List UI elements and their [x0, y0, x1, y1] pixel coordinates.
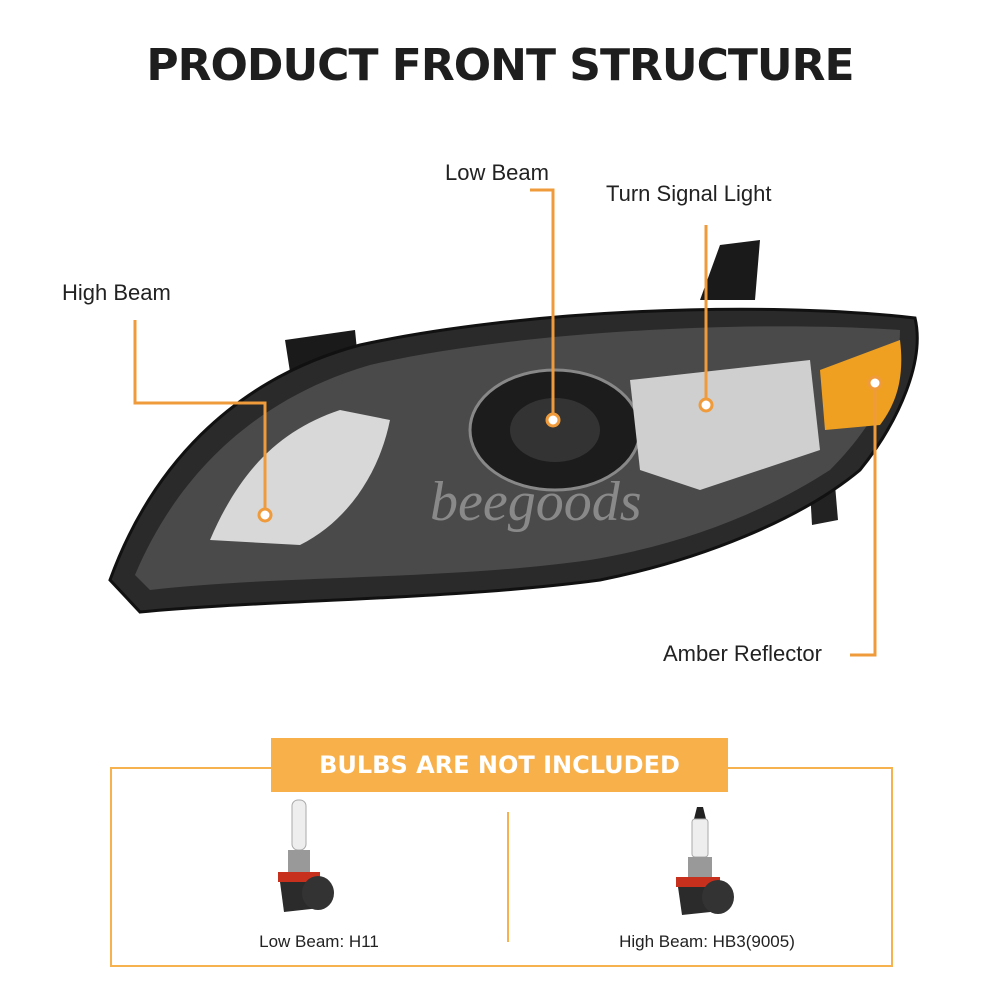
hb3-bulb-image — [676, 807, 734, 915]
label-high-beam: High Beam — [62, 280, 171, 305]
notice-banner: BULBS ARE NOT INCLUDED — [271, 738, 728, 792]
dot-high-beam — [257, 507, 273, 523]
leader-lines — [133, 188, 877, 657]
turn-signal-reflector — [630, 360, 820, 490]
high-beam-reflector — [210, 410, 390, 545]
leader-amber-reflector — [850, 383, 877, 657]
amber-reflector — [820, 340, 902, 430]
leader-low-beam — [530, 188, 555, 420]
caption-low-beam-bulb: Low Beam: H11 — [259, 932, 379, 951]
page-title: PRODUCT FRONT STRUCTURE — [146, 40, 854, 91]
caption-high-beam-bulb: High Beam: HB3(9005) — [619, 932, 795, 951]
label-low-beam: Low Beam — [445, 160, 549, 185]
h11-bulb-image — [278, 799, 334, 912]
dot-amber-reflector — [867, 375, 883, 391]
watermark: beegoods — [430, 471, 642, 533]
label-turn-signal: Turn Signal Light — [606, 181, 772, 206]
dot-low-beam — [545, 412, 561, 428]
dot-turn-signal — [698, 397, 714, 413]
label-amber-reflector: Amber Reflector — [663, 641, 822, 666]
mount-bracket-right — [700, 240, 760, 300]
leader-high-beam — [133, 320, 267, 515]
projector-inner — [510, 398, 600, 462]
divider — [507, 812, 509, 942]
